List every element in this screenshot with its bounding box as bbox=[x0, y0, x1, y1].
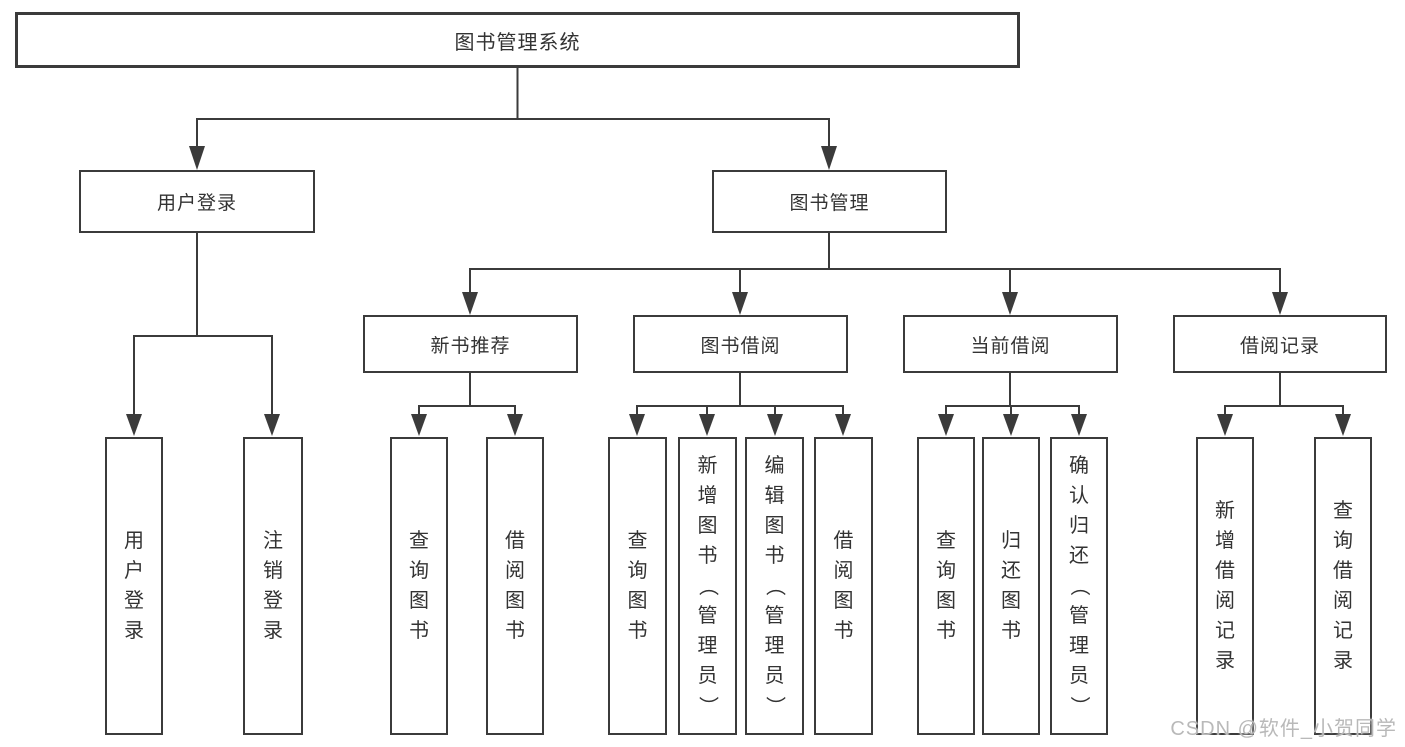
leaf-borrow-books-2: 借阅图书 bbox=[814, 437, 873, 735]
leaf-confirm-return-admin: 确认归还（管理员） bbox=[1050, 437, 1108, 735]
leaf-logout: 注销登录 bbox=[243, 437, 303, 735]
leaf-query-books-1: 查询图书 bbox=[390, 437, 448, 735]
leaf-edit-book-admin: 编辑图书（管理员） bbox=[745, 437, 804, 735]
csdn-watermark: CSDN @软件_小贺同学 bbox=[1170, 718, 1397, 740]
node-root: 图书管理系统 bbox=[15, 12, 1020, 68]
connector-arrowheads bbox=[126, 146, 1351, 436]
leaf-return-books: 归还图书 bbox=[982, 437, 1040, 735]
node-new-book-recommend: 新书推荐 bbox=[363, 315, 578, 373]
leaf-query-books-3: 查询图书 bbox=[917, 437, 975, 735]
node-borrow-records: 借阅记录 bbox=[1173, 315, 1387, 373]
leaf-query-borrow-record: 查询借阅记录 bbox=[1314, 437, 1372, 735]
leaf-query-books-2: 查询图书 bbox=[608, 437, 667, 735]
leaf-user-login: 用户登录 bbox=[105, 437, 163, 735]
node-current-borrow: 当前借阅 bbox=[903, 315, 1118, 373]
node-user-login: 用户登录 bbox=[79, 170, 315, 233]
leaf-add-borrow-record: 新增借阅记录 bbox=[1196, 437, 1254, 735]
leaf-borrow-books-1: 借阅图书 bbox=[486, 437, 544, 735]
node-book-management: 图书管理 bbox=[712, 170, 947, 233]
connector-strokes bbox=[133, 68, 1344, 416]
node-book-borrow: 图书借阅 bbox=[633, 315, 848, 373]
leaf-add-book-admin: 新增图书（管理员） bbox=[678, 437, 737, 735]
